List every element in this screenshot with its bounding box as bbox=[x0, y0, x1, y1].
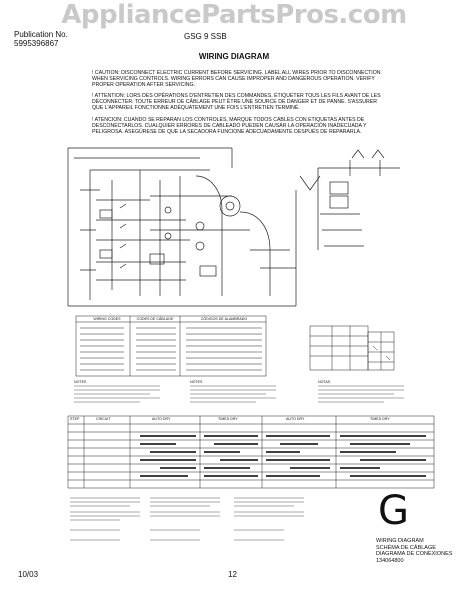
diagram-letter: G bbox=[378, 488, 409, 534]
legend-header-fr: CODES DE CÂBLAGE bbox=[136, 317, 174, 321]
watermark: AppliancePartsPros.com bbox=[61, 0, 407, 30]
notes-heading-fr: NOTES bbox=[190, 380, 203, 384]
reference-part-number: 134064800 bbox=[376, 557, 404, 564]
reference-block: WIRING DIAGRAM SCHÉMA DE CÂBLAGE DIAGRAM… bbox=[376, 538, 452, 564]
reference-line-en: WIRING DIAGRAM bbox=[376, 538, 424, 544]
publication-label: Publication No. bbox=[14, 30, 68, 39]
chart-header-step: STEP bbox=[70, 417, 80, 421]
caution-spanish: ! ATENCION: CUANDO SE REPARAN LOS CONTRO… bbox=[92, 117, 367, 136]
cycle-label-auto-dry-2: AUTO DRY bbox=[286, 417, 305, 421]
publication-number: 5995396867 bbox=[14, 39, 59, 48]
model-number: GSG 9 SSB bbox=[184, 32, 227, 41]
cycle-label-timed-dry-2: TIMED DRY bbox=[370, 417, 390, 421]
publication-block: Publication No. 5995396867 bbox=[14, 30, 68, 48]
page-title: WIRING DIAGRAM bbox=[198, 52, 270, 61]
notes-heading-es: NOTAS bbox=[318, 380, 331, 384]
cycle-label-timed-dry-1: TIMED DRY bbox=[218, 417, 238, 421]
footer-date: 10/03 bbox=[18, 570, 39, 579]
notes-heading-en: NOTES bbox=[74, 380, 87, 384]
legend-header-en: WIRING CODES bbox=[93, 317, 121, 321]
caution-english: ! CAUTION: DISCONNECT ELECTRIC CURRENT B… bbox=[92, 70, 381, 89]
caution-french: ! ATTENTION: LORS DES OPÉRATIONS D'ENTRE… bbox=[92, 93, 381, 112]
reference-line-es: DIAGRAMA DE CONEXIONES bbox=[376, 551, 453, 557]
cycle-label-auto-dry-1: AUTO DRY bbox=[152, 417, 171, 421]
chart-header-circuit: CIRCUIT bbox=[96, 417, 111, 421]
reference-line-fr: SCHÉMA DE CÂBLAGE bbox=[376, 544, 436, 551]
page-number: 12 bbox=[228, 570, 237, 579]
legend-header-es: CÓDIGOS DE ALAMBRADO bbox=[200, 317, 248, 321]
